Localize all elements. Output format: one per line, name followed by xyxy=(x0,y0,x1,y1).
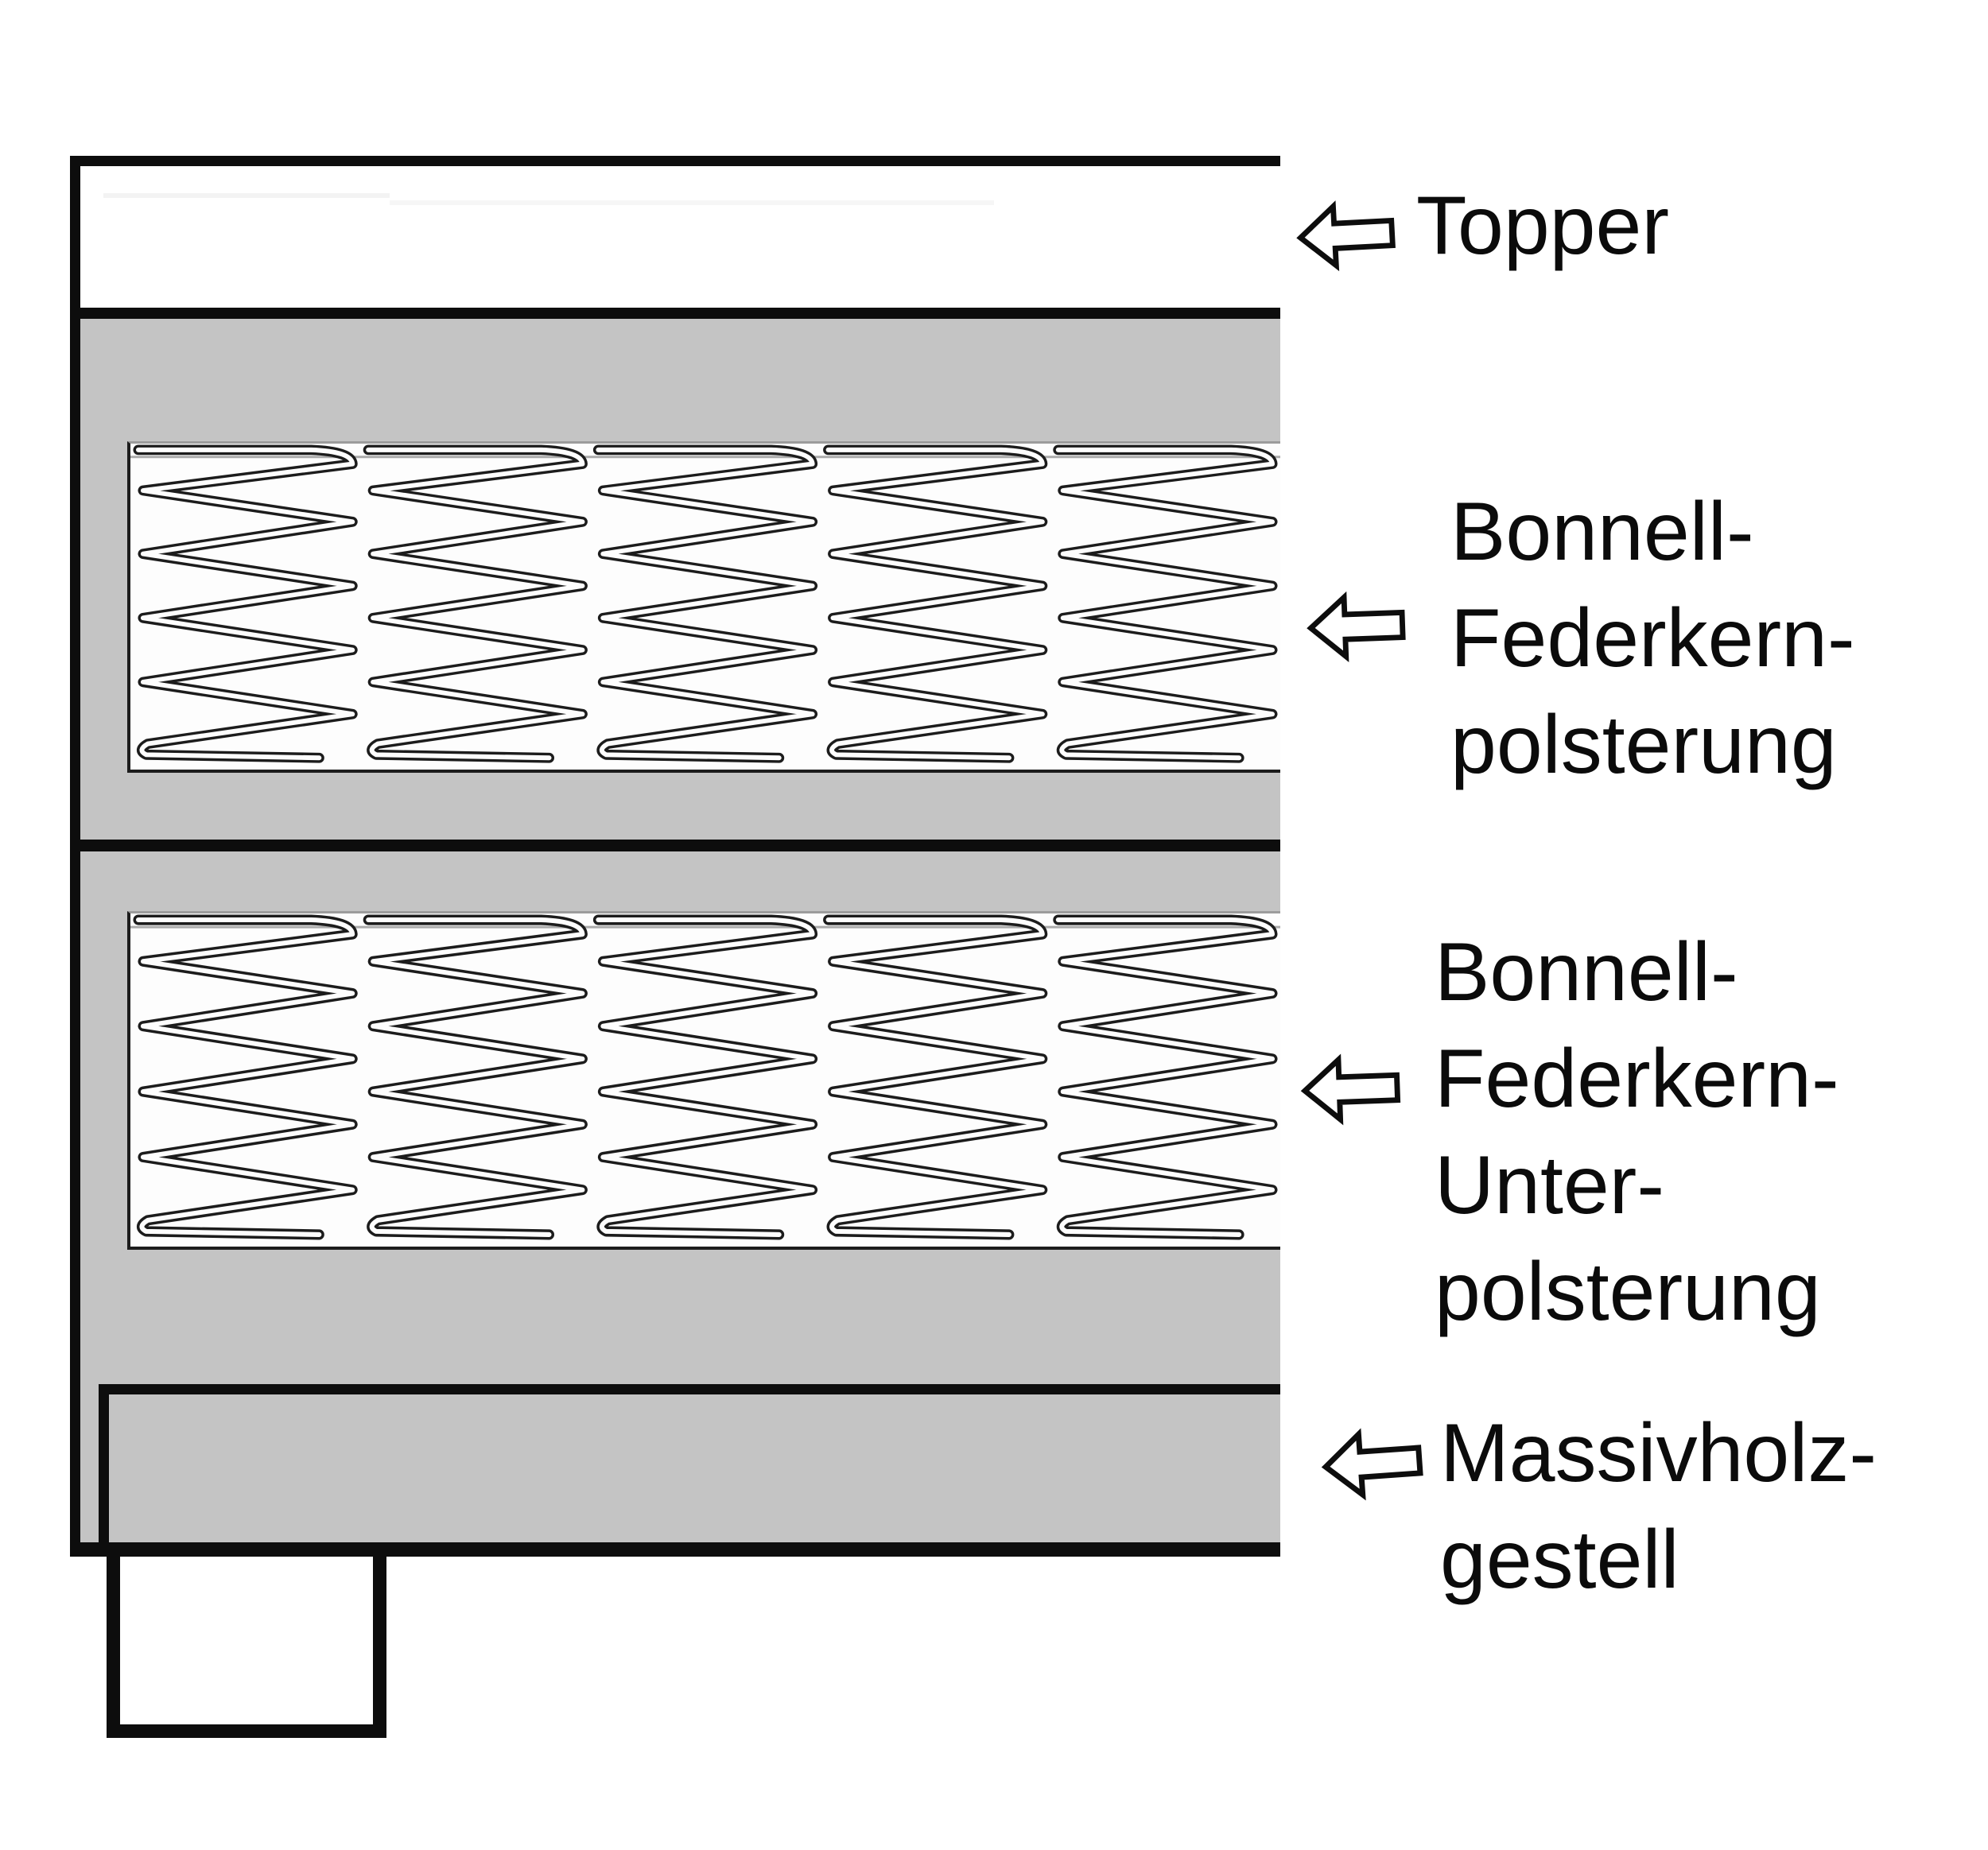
bonnell-springs-icon xyxy=(130,913,1280,1247)
left-arrow-icon xyxy=(1296,200,1397,272)
wood-frame-left-border xyxy=(99,1384,109,1542)
topper-bottom-border xyxy=(70,308,1280,319)
label-line: polsterung xyxy=(1450,699,1837,791)
label-line: Unter- xyxy=(1435,1139,1664,1231)
label-line: polsterung xyxy=(1435,1246,1821,1338)
layer-upper-springs xyxy=(127,441,1280,773)
mattress-divider-line xyxy=(70,840,1280,851)
wood-frame-top-border xyxy=(99,1384,1280,1394)
bed-left-border xyxy=(70,156,80,1557)
left-arrow-icon xyxy=(1307,591,1408,662)
bonnell-springs-icon xyxy=(130,444,1280,770)
label-line: Federkern- xyxy=(1450,592,1855,685)
label-wood-frame: Massivholz- gestell xyxy=(1440,1400,1877,1613)
label-line: Bonnell- xyxy=(1450,486,1754,578)
label-line: Bonnell- xyxy=(1435,926,1738,1018)
topper-texture-mark xyxy=(390,200,994,205)
left-arrow-icon xyxy=(1300,1053,1402,1126)
bed-top-border xyxy=(70,156,1280,166)
layer-lower-springs xyxy=(127,911,1280,1250)
label-line: gestell xyxy=(1440,1514,1679,1606)
left-arrow-icon xyxy=(1321,1427,1425,1501)
label-line: Massivholz- xyxy=(1440,1407,1877,1499)
bed-leg xyxy=(107,1543,386,1738)
layer-topper xyxy=(80,166,1280,308)
label-line: Topper xyxy=(1416,180,1669,272)
label-topper: Topper xyxy=(1416,173,1669,279)
label-upper-springs: Bonnell- Federkern- polsterung xyxy=(1450,479,1855,798)
topper-texture-mark xyxy=(103,193,390,198)
label-line: Federkern- xyxy=(1435,1033,1839,1125)
label-lower-springs: Bonnell- Federkern- Unter- polsterung xyxy=(1435,919,1839,1345)
